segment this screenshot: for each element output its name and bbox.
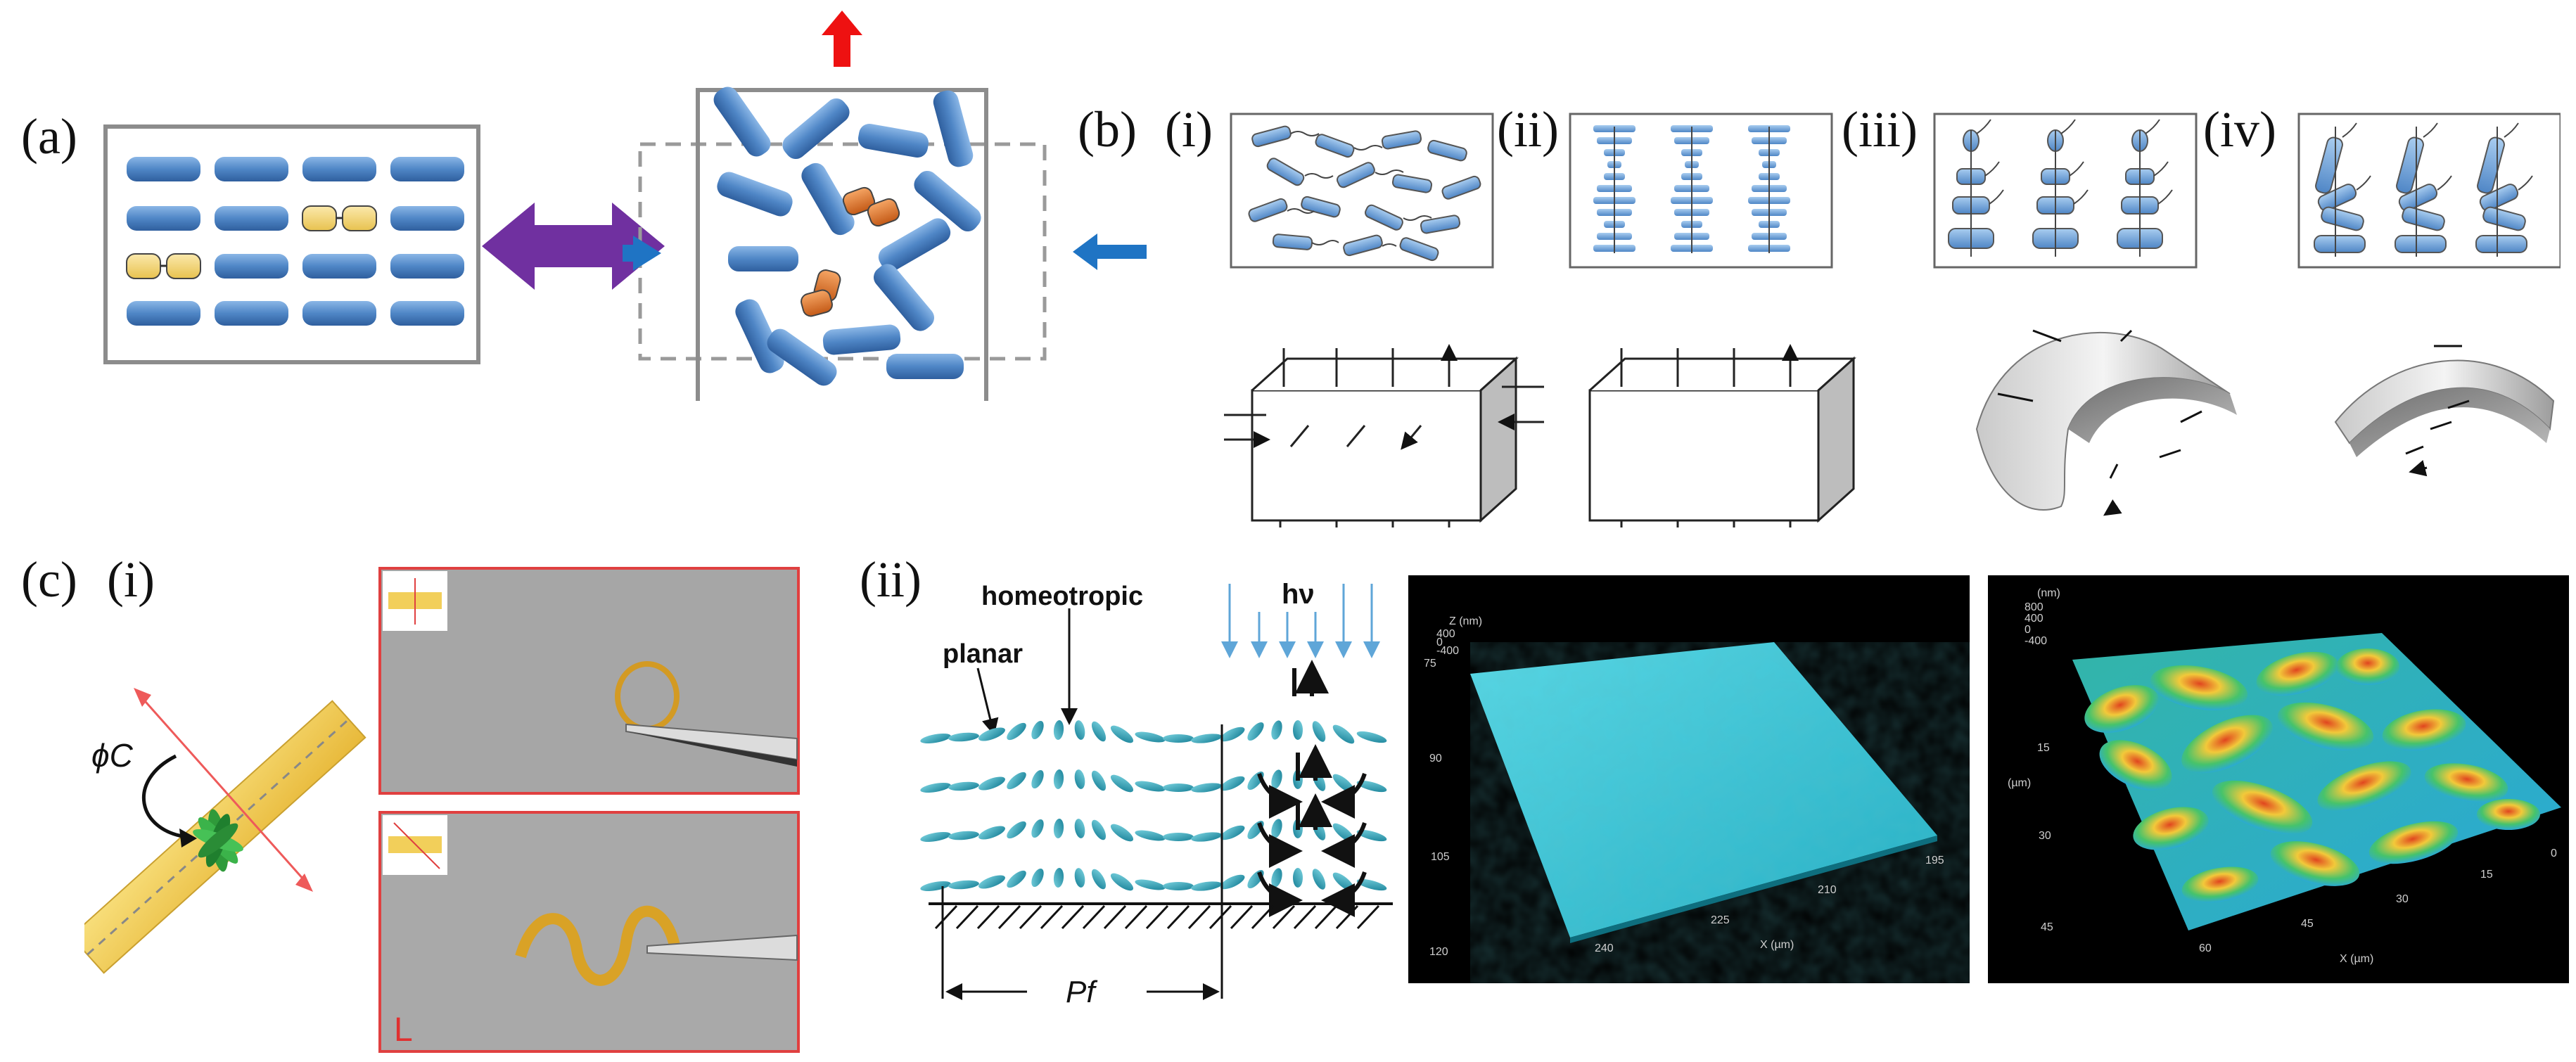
- svg-text:225: 225: [1711, 914, 1730, 926]
- svg-text:800: 800: [2025, 601, 2043, 613]
- svg-text:60: 60: [2199, 942, 2212, 954]
- pitch-marker: [941, 724, 1222, 999]
- mesogens-iv: [2314, 122, 2533, 257]
- light-hv-label: hν: [1282, 579, 1315, 610]
- light-rays: [1221, 584, 1380, 658]
- mesogens-ii: [1593, 125, 1790, 253]
- disordered-rods: [713, 87, 981, 386]
- surface-plot-wrinkled: (nm) 800 400 0 -400 15 (µm) 30 45 60 45 …: [1988, 575, 2569, 983]
- svg-text:400: 400: [2025, 613, 2043, 625]
- photo-ring-bg: [381, 570, 797, 792]
- flat-surface-edge: [1570, 836, 1937, 943]
- svg-text:15: 15: [2480, 869, 2493, 881]
- svg-text:(nm): (nm): [2037, 587, 2060, 599]
- bent-shell-iii: [1975, 329, 2237, 513]
- panel-label-c: (c): [21, 551, 77, 608]
- director-cluster-icon: [193, 809, 243, 872]
- helical-ribbon: [515, 905, 681, 986]
- svg-text:X (µm): X (µm): [1760, 939, 1794, 951]
- surface-plot-flat: Z (nm) 400 0 -400 75 90 105 120 240 225 …: [1408, 575, 1970, 983]
- panel-label-b: (b): [1078, 101, 1137, 158]
- plot2-axis-labels: (nm) 800 400 0 -400 15 (µm) 30 45 60 45 …: [2008, 587, 2557, 965]
- planar-pointer: [976, 667, 999, 736]
- svg-text:45: 45: [2041, 921, 2053, 933]
- compression-arrow-left-shaft: [623, 245, 640, 262]
- svg-text:0: 0: [2551, 847, 2557, 859]
- svg-text:240: 240: [1595, 942, 1614, 954]
- photo-helix-bg: [381, 814, 797, 1050]
- subpanel-label-c-i: (i): [107, 551, 155, 608]
- deformation-box-ii: [1588, 348, 1856, 527]
- svg-text:X (µm): X (µm): [2340, 953, 2373, 965]
- tweezers-top-shadow: [626, 731, 797, 767]
- svg-text:400: 400: [1436, 628, 1455, 640]
- disordered-state-dashed-box: [638, 142, 1047, 361]
- pitch-label: Pf: [1066, 975, 1098, 1009]
- disordered-state-box: [696, 88, 988, 401]
- svg-text:195: 195: [1925, 855, 1944, 866]
- svg-text:0: 0: [2025, 624, 2031, 636]
- expansion-arrow-top: [822, 11, 862, 67]
- trans-isomer-rods: [126, 205, 377, 279]
- mesogens-iii: [1948, 119, 2173, 257]
- mesogen-tails-i: [1287, 131, 1432, 247]
- plot1-axis-labels: Z (nm) 400 0 -400 75 90 105 120 240 225 …: [1424, 615, 1944, 958]
- compression-arrow-left: [623, 236, 661, 271]
- planar-label: planar: [943, 639, 1023, 669]
- inset-axis-bottom: [393, 822, 440, 869]
- svg-text:75: 75: [1424, 658, 1436, 670]
- svg-text:(µm): (µm): [2008, 777, 2031, 789]
- reversible-transition-arrow: [482, 203, 665, 290]
- svg-text:-400: -400: [2025, 635, 2047, 647]
- subpanel-label-b-ii: (ii): [1497, 101, 1559, 158]
- svg-text:0: 0: [1436, 636, 1443, 648]
- panel-label-a: (a): [21, 108, 77, 165]
- wrinkle-peaks: [2084, 648, 2540, 903]
- flow-arrows: [1257, 668, 1367, 917]
- svg-text:120: 120: [1429, 946, 1448, 958]
- deformation-box-i: [1224, 348, 1544, 527]
- svg-text:30: 30: [2396, 893, 2409, 905]
- director-axis-head-bottom: [295, 874, 313, 892]
- photo-tag-L: L: [394, 1011, 413, 1049]
- svg-text:45: 45: [2301, 918, 2314, 930]
- panel-c-ii-schematic: homeotropic planar hν: [919, 579, 1393, 1009]
- substrate: [929, 902, 1393, 930]
- cis-isomer-rods: [801, 186, 900, 317]
- phi-c-label: ϕC: [91, 737, 134, 774]
- ordered-rods: [127, 157, 464, 326]
- svg-text:15: 15: [2037, 742, 2050, 754]
- panel-b-diagram: [1224, 113, 2561, 527]
- angle-arc: [141, 754, 187, 839]
- subpanel-label-b-iii: (iii): [1842, 101, 1918, 158]
- bent-arch-iv: [2334, 345, 2555, 471]
- svg-text:-400: -400: [1436, 645, 1459, 657]
- homeotropic-label: homeotropic: [981, 582, 1143, 611]
- lc-layers: [919, 720, 1388, 895]
- svg-text:210: 210: [1818, 884, 1837, 896]
- compression-arrow-right: [1073, 233, 1147, 270]
- angle-arc-head: [179, 829, 197, 847]
- mesogens-i: [1248, 125, 1481, 262]
- panel-c-i-diagram: ϕC L: [84, 567, 800, 1053]
- subpanel-label-b-i: (i): [1165, 101, 1213, 158]
- panel-a-diagram: [103, 11, 1147, 401]
- svg-text:30: 30: [2039, 830, 2051, 842]
- subpanel-label-b-iv: (iv): [2203, 101, 2276, 158]
- flat-surface-texture: [1470, 642, 1937, 938]
- director-axis-head-top: [134, 688, 151, 707]
- svg-text:90: 90: [1429, 753, 1442, 764]
- svg-text:Z (nm): Z (nm): [1449, 615, 1482, 627]
- director-axis: [139, 696, 311, 887]
- svg-text:105: 105: [1431, 851, 1450, 863]
- tweezers-bottom: [646, 934, 798, 961]
- subpanel-label-c-ii: (ii): [860, 551, 922, 608]
